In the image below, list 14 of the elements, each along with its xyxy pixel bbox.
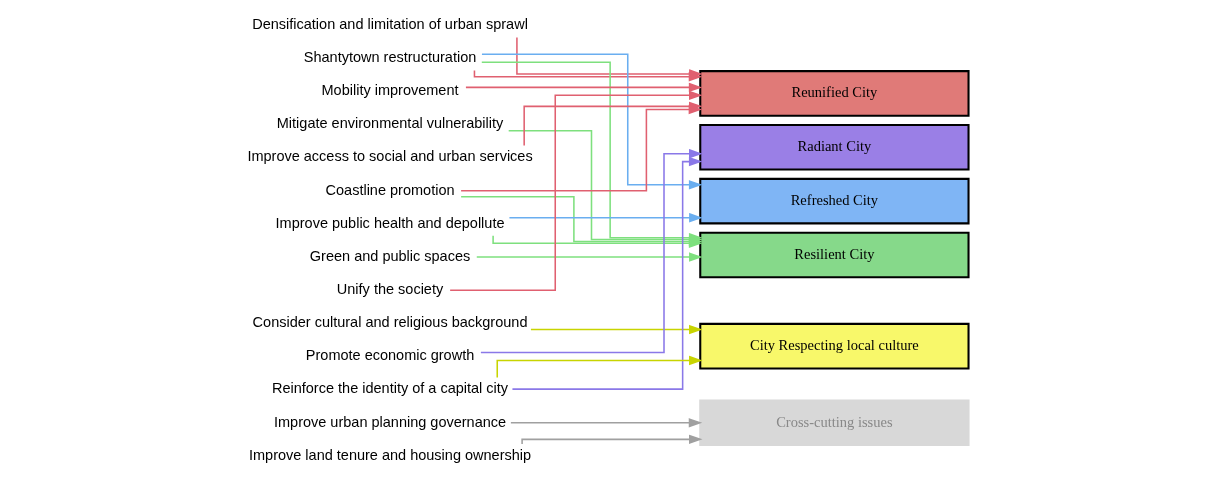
node-text: Consider cultural and religious background <box>252 313 527 330</box>
node-text: Green and public spaces <box>309 247 470 264</box>
node-text: Improve access to social and urban services <box>246 147 533 164</box>
node-text: Densification and limitation of urban sprawl <box>251 15 528 32</box>
node-text: Promote economic growth <box>305 346 474 363</box>
node-text: Improve land tenure and housing ownership <box>248 446 531 463</box>
node-text: Coastline promotion <box>325 181 455 198</box>
node-text: Mobility improvement <box>321 81 459 98</box>
node-text: Improve urban planning governance <box>273 413 506 430</box>
node-text: Unify the society <box>336 280 443 297</box>
node-text: Shantytown restructuration <box>303 48 476 65</box>
node-text: Improve public health and depollute <box>275 214 505 231</box>
node-text: Mitigate environmental vulnerability <box>276 114 503 131</box>
node-text: Reinforce the identity of a capital city <box>271 379 508 396</box>
